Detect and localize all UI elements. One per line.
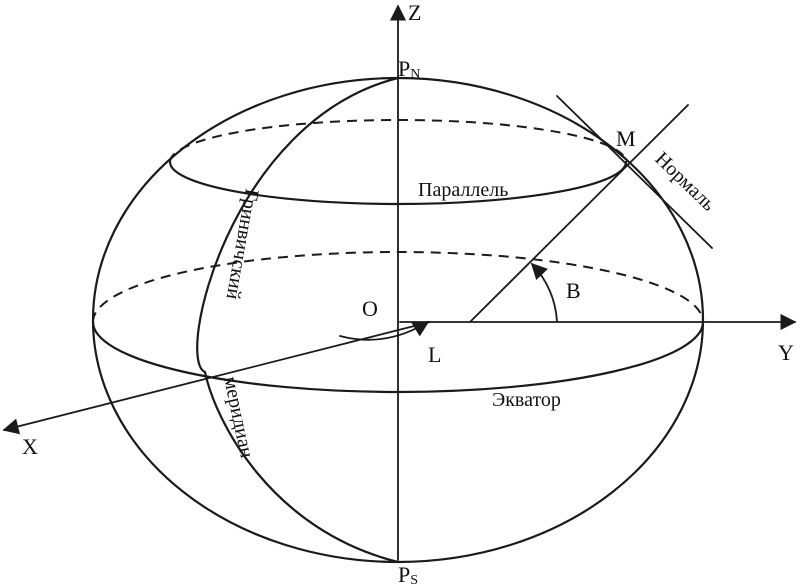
origin-label: O (362, 296, 378, 321)
south-pole-main: P (398, 562, 410, 585)
x-axis (2, 321, 431, 435)
point-m-label: M (616, 126, 636, 151)
latitude-label: B (566, 278, 581, 303)
south-pole-sub: S (410, 573, 418, 585)
longitude-arc (339, 321, 430, 341)
z-axis-label: Z (408, 0, 421, 25)
normal-line (469, 104, 689, 323)
parallel-back (169, 119, 627, 163)
north-pole-label: PN (398, 56, 420, 82)
y-axis-label: Y (778, 340, 794, 365)
longitude-label: L (428, 342, 441, 367)
greenwich-label: Гринвичский (222, 187, 263, 301)
x-axis-label: X (22, 434, 38, 459)
north-pole-sub: N (410, 67, 420, 82)
tangent-line (556, 95, 713, 249)
south-pole-label: PS (398, 562, 418, 585)
greenwich-meridian (196, 76, 400, 564)
meridian-label: меридиан (219, 374, 258, 460)
latitude-arc (530, 262, 558, 323)
parallel-label: Параллель (418, 179, 508, 201)
north-pole-main: P (398, 56, 410, 81)
normal-label: Нормаль (651, 148, 720, 216)
equator-label: Экватор (492, 389, 561, 411)
